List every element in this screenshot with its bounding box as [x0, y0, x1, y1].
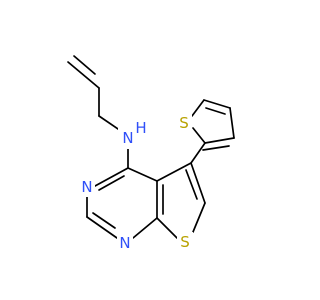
amine-nitrogen-label: N [122, 129, 133, 147]
c4a-c5-bond [156, 162, 192, 182]
c2-n1-bond [86, 216, 118, 239]
thienyl-c5-s-bond [191, 99, 205, 117]
pyrimidine-n-top-bg [79, 177, 95, 197]
pyrimidine-nitrogen-top-label: N [81, 178, 92, 196]
thienyl-sulfur-label: S [179, 114, 189, 132]
amine-label-bg [118, 127, 148, 149]
fused-sulfur-bg [177, 232, 193, 252]
thienyl-c2-c3-inner-bond [202, 145, 230, 151]
c5-c6-bond [190, 162, 206, 204]
thienyl-c3-c4-bond [229, 107, 235, 139]
thienyl-c2-c3-bond [204, 137, 235, 144]
thienyl-sulfur-bg [176, 113, 192, 133]
allyl-n-bond [98, 115, 122, 132]
c2-n1-inner-bond [92, 212, 116, 229]
c4-c4a-bond [127, 167, 158, 182]
atom-label-layer: N H N N S S [79, 113, 193, 253]
c4-n3-inner-bond [98, 175, 125, 191]
molecule-structure: N H N N S S [67, 55, 235, 253]
c6-s-bond [192, 202, 206, 233]
allyl-double-bond-inner [73, 55, 96, 75]
bond-layer [67, 55, 235, 239]
allyl-double-bond [67, 61, 100, 89]
c4-n3-bond [94, 167, 129, 187]
thienyl-c4-c5-inner-bond [205, 107, 226, 115]
fused-thiophene-sulfur-label: S [180, 233, 190, 251]
c5-c6-inner-bond [185, 169, 198, 200]
molecule-canvas: N H N N S S [67, 55, 235, 253]
thienyl-c4-c5-bond [203, 99, 231, 109]
c5-thienyl-bond [190, 142, 206, 164]
c7a-s-bond [156, 217, 178, 239]
pyrimidine-n-bottom-bg [117, 233, 133, 253]
thienyl-c2-s-bond [192, 127, 206, 144]
n1-c7a-bond [132, 217, 158, 239]
pyrimidine-nitrogen-bottom-label: N [119, 234, 130, 252]
amine-hydrogen-label: H [135, 119, 146, 137]
